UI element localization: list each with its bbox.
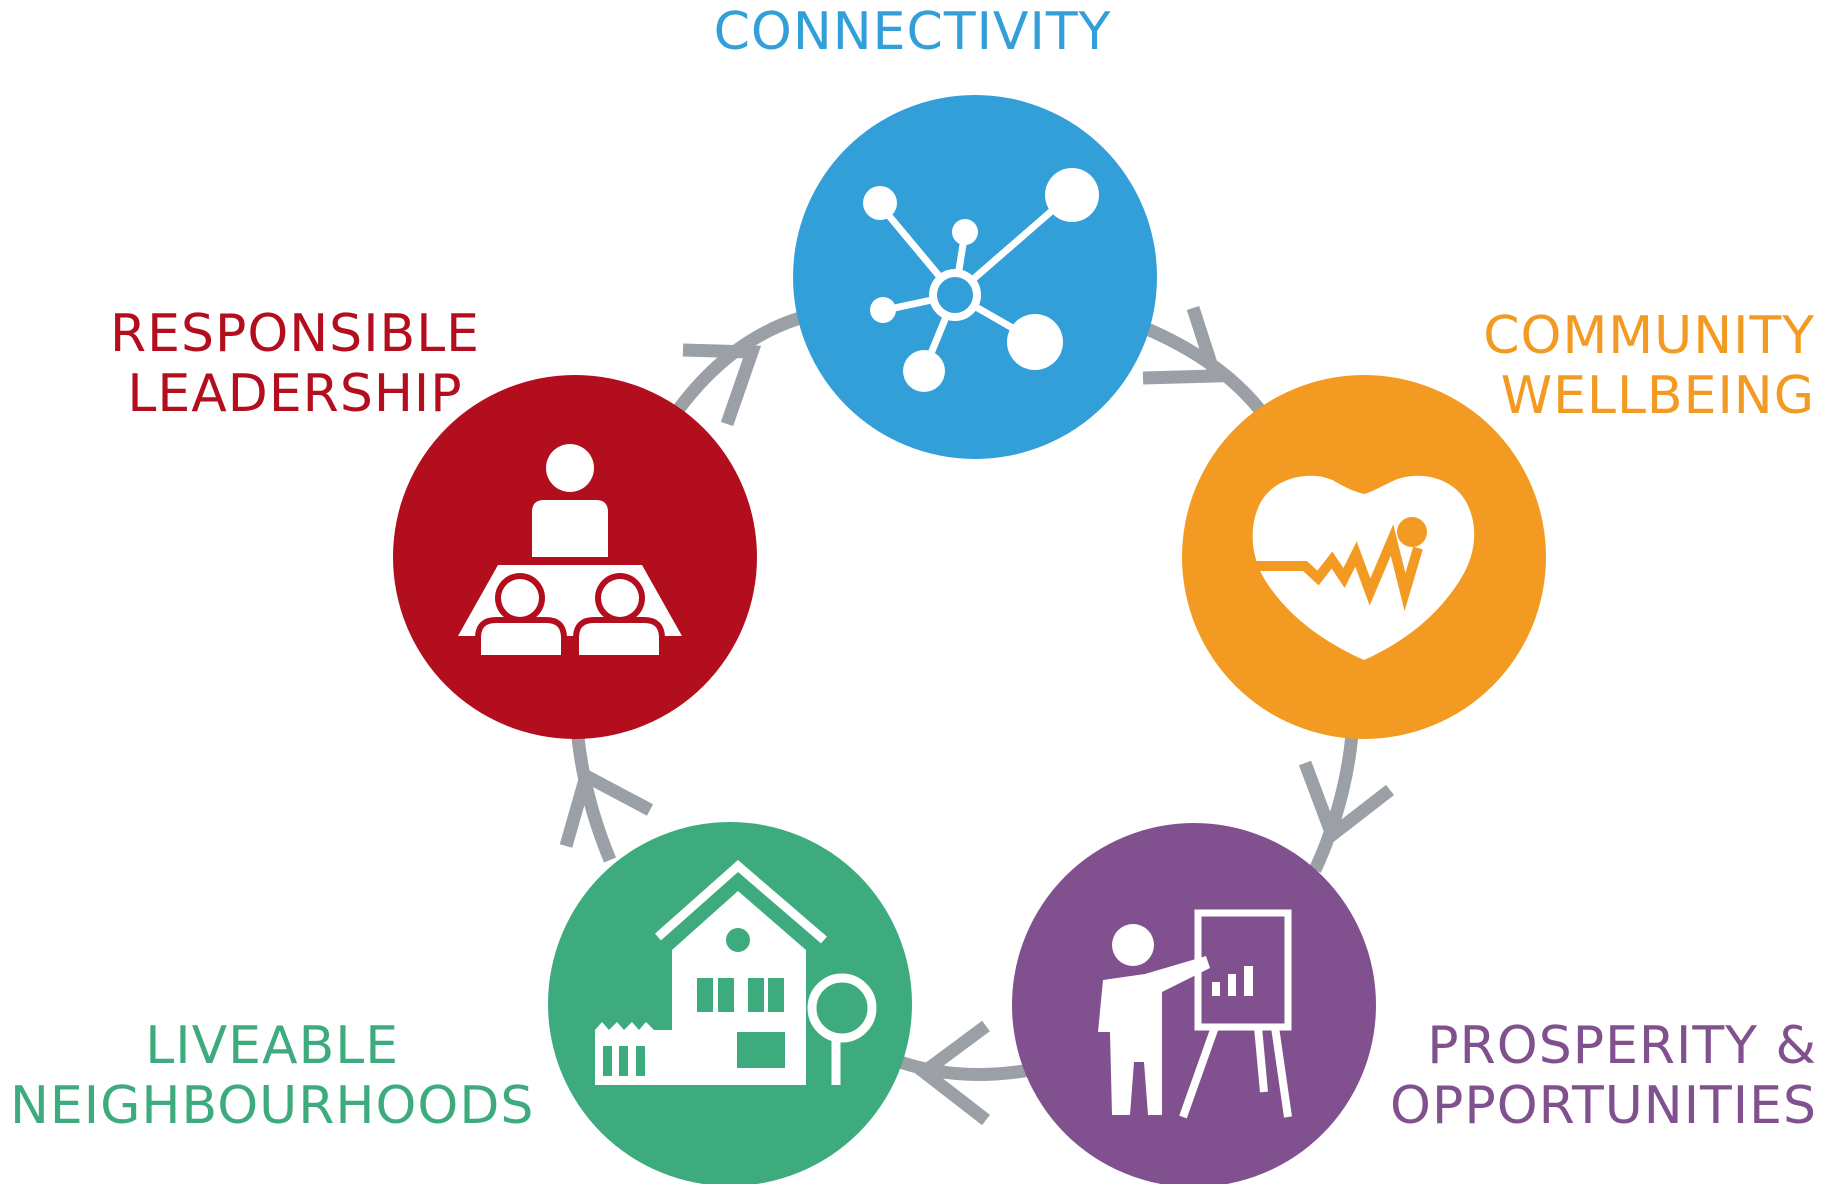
arrowhead-to-leadership xyxy=(559,766,654,848)
heart-pulse-icon xyxy=(1252,475,1475,660)
arc-prosperity-to-liveable xyxy=(897,1055,1032,1081)
liveable-neighbourhoods-label-line2: NEIGHBOURHOODS xyxy=(10,1076,535,1136)
community-wellbeing-label: COMMUNITY WELLBEING xyxy=(1483,306,1815,426)
cycle-arrows xyxy=(559,305,1394,1126)
house-tree-icon xyxy=(595,860,877,1085)
arc-liveable-to-leadership xyxy=(571,737,617,863)
network-icon xyxy=(863,168,1099,392)
prosperity-opportunities-label: PROSPERITY & OPPORTUNITIES xyxy=(1390,1016,1817,1136)
prosperity-opportunities-circle xyxy=(1012,823,1376,1187)
liveable-neighbourhoods-label: LIVEABLE NEIGHBOURHOODS xyxy=(10,1016,534,1136)
liveable-neighbourhoods-label-line1: LIVEABLE xyxy=(145,1016,400,1076)
arrowhead-to-prosperity xyxy=(1298,760,1394,846)
arc-wellbeing-to-prosperity xyxy=(1309,734,1359,873)
meeting-icon xyxy=(458,444,682,661)
community-wellbeing-label-line2: WELLBEING xyxy=(1500,366,1815,426)
arrowhead-to-connectivity xyxy=(682,343,762,427)
connectivity-label: CONNECTIVITY xyxy=(0,2,1825,62)
prosperity-opportunities-label-line2: OPPORTUNITIES xyxy=(1390,1076,1817,1136)
community-wellbeing-label-line1: COMMUNITY xyxy=(1483,306,1815,366)
responsible-leadership-label-line2: LEADERSHIP xyxy=(127,364,463,424)
arrowhead-to-wellbeing xyxy=(1142,305,1224,385)
responsible-leadership-label-line1: RESPONSIBLE xyxy=(110,304,481,364)
connectivity-label-line1: CONNECTIVITY xyxy=(713,2,1112,62)
prosperity-opportunities-label-line1: PROSPERITY & xyxy=(1427,1016,1817,1076)
responsible-leadership-label: RESPONSIBLE LEADERSHIP xyxy=(110,304,480,424)
arrowhead-to-liveable xyxy=(913,1020,990,1126)
presenter-chart-icon xyxy=(1098,909,1292,1119)
